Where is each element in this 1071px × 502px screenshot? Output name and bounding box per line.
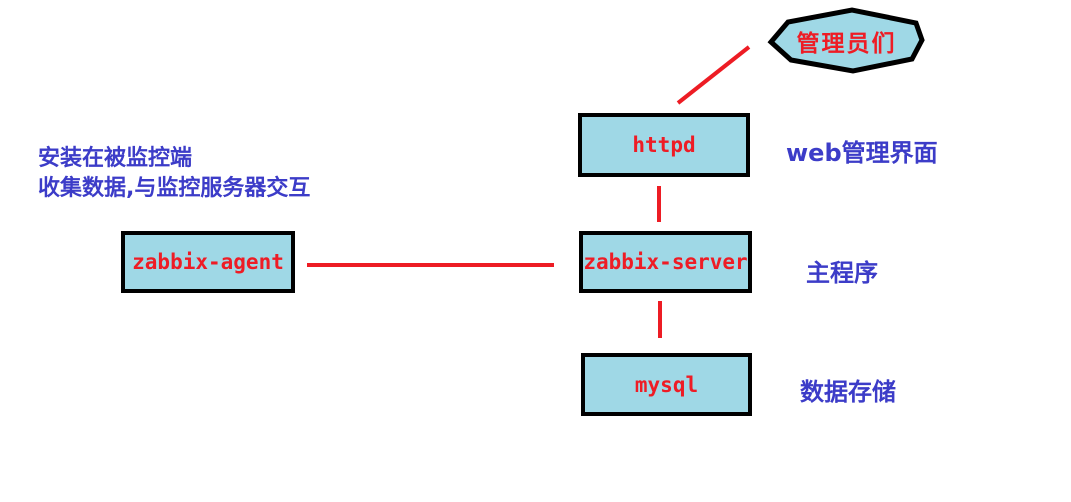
zabbix-agent-label-text: zabbix-agent [132, 250, 284, 274]
node-admins-label: 管理员们 [771, 12, 922, 70]
admins-label-text: 管理员们 [796, 31, 897, 57]
httpd-annotation: web管理界面 [786, 139, 938, 167]
zabbix-server-label-text: zabbix-server [583, 250, 748, 274]
node-zabbix-agent: zabbix-agent [121, 231, 295, 293]
mysql-label-text: mysql [634, 372, 699, 397]
mysql-annotation: 数据存储 [800, 378, 896, 406]
agent-note-line1: 安装在被监控端 [38, 146, 193, 171]
httpd-label-text: httpd [632, 133, 696, 157]
zabbix-server-annotation: 主程序 [806, 259, 878, 287]
node-zabbix-server: zabbix-server [579, 231, 752, 293]
zabbix-agent-note: 安装在被监控端 收集数据,与监控服务器交互 [38, 144, 310, 204]
admins-hexagon-shape [767, 7, 925, 74]
node-mysql: mysql [581, 353, 752, 416]
node-httpd: httpd [578, 113, 750, 177]
edge-admins-httpd [676, 45, 751, 105]
agent-note-line2: 收集数据,与监控服务器交互 [38, 176, 311, 201]
